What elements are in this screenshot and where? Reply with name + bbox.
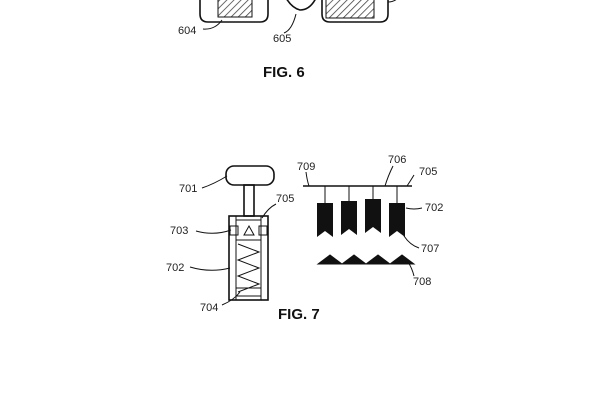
pin-2 [341,201,357,235]
fig6-component-605 [286,0,316,11]
label-706: 706 [388,154,406,166]
base-708 [316,254,416,265]
leader-704 [221,291,241,306]
fig7-left-assembly: 701 705 703 702 704 [166,165,294,314]
label-707: 707 [421,243,439,255]
label-705-left: 705 [276,193,294,205]
triangle-marker [243,224,255,236]
fig6-diagram: 604 605 FIG. 6 [178,0,397,81]
label-701: 701 [179,183,197,195]
leader-705-left [261,203,277,219]
leader-703 [195,229,232,234]
label-702-right: 702 [425,202,443,214]
fig7-right-array: 709 706 705 702 707 708 [297,154,443,288]
leader-705-right [406,174,415,187]
fig6-component-right-cylinder [321,0,397,23]
head-701 [225,165,275,186]
leader-605 [283,13,297,34]
fig6-component-604 [199,0,269,23]
label-705-right: 705 [419,166,437,178]
pin-1 [317,203,333,237]
leader-707 [403,235,420,249]
label-604: 604 [178,25,196,37]
leader-604 [202,19,223,30]
leader-708 [407,261,415,277]
label-709: 709 [297,161,315,173]
pin-3 [365,199,381,233]
spring-704 [236,243,261,293]
stem [243,184,255,217]
fig6-caption: FIG. 6 [263,64,305,81]
fig7-caption: FIG. 7 [278,306,320,323]
leader-709 [305,171,310,187]
leader-706 [384,165,394,187]
label-708: 708 [413,276,431,288]
pin-4 [389,203,405,237]
label-704: 704 [200,302,218,314]
detent-703-right [258,225,268,236]
detent-703-left [229,225,239,236]
leader-702-left [189,266,231,271]
housing-702 [228,215,269,301]
label-702-left: 702 [166,262,184,274]
label-605: 605 [273,33,291,45]
leader-702-right [405,207,423,210]
label-703: 703 [170,225,188,237]
leader-701 [201,175,228,189]
